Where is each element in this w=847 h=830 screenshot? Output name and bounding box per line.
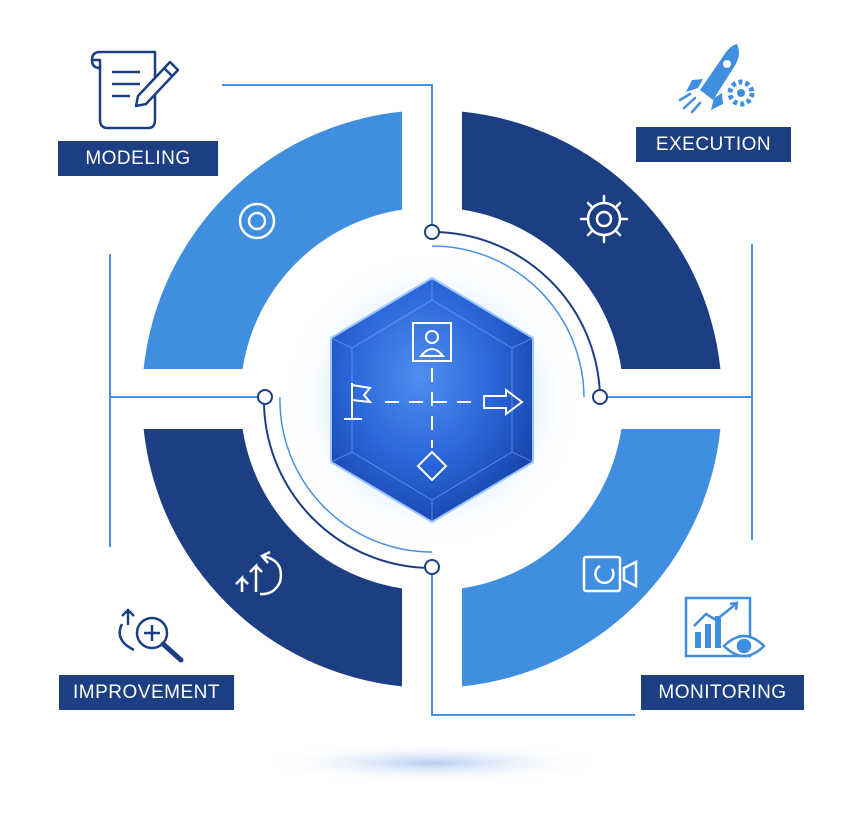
inner-arcs xyxy=(262,231,601,569)
target-icon xyxy=(238,202,276,240)
magnify-plus-icon xyxy=(118,608,184,663)
document-pencil-icon xyxy=(90,50,180,130)
improvement-label: IMPROVEMENT xyxy=(59,675,234,710)
execution-label: EXECUTION xyxy=(636,127,791,162)
connector-nodes xyxy=(257,224,608,575)
arrow-right-icon xyxy=(483,388,524,416)
arrows-up-icon xyxy=(235,550,283,596)
flag-icon xyxy=(344,383,373,420)
monitoring-label: MONITORING xyxy=(641,675,804,710)
diamond-icon xyxy=(416,450,448,482)
gear-icon xyxy=(579,194,629,244)
node-top xyxy=(424,224,440,240)
segment-modeling[interactable] xyxy=(143,111,402,369)
segment-improvement[interactable] xyxy=(143,429,402,687)
modeling-label: MODELING xyxy=(58,141,218,176)
floor-shadow xyxy=(262,743,602,783)
chart-eye-icon xyxy=(684,596,766,658)
segment-execution[interactable] xyxy=(462,111,721,369)
user-icon xyxy=(412,322,452,362)
node-bottom xyxy=(424,559,440,575)
rocket-gear-icon xyxy=(678,44,755,114)
node-left xyxy=(257,389,273,405)
center-gem[interactable] xyxy=(330,276,534,524)
connector-lines xyxy=(109,84,753,716)
camera-icon xyxy=(582,555,638,593)
node-right xyxy=(592,389,608,405)
